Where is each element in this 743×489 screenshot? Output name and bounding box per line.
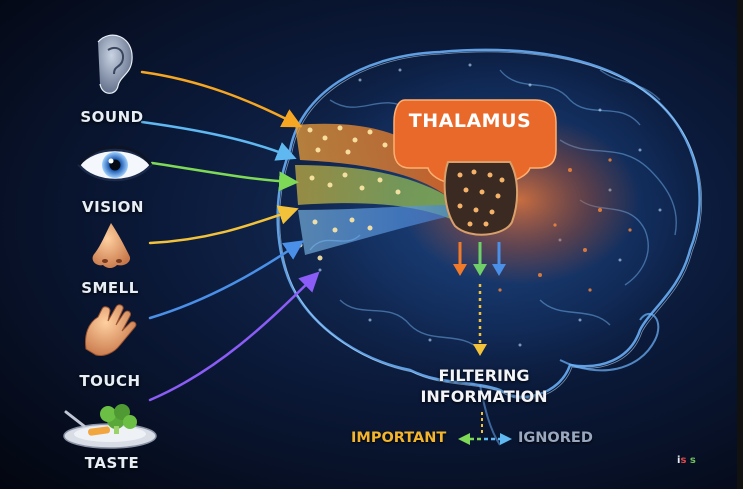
smell-arrow-green xyxy=(150,161,299,192)
watermark-logo: is s xyxy=(677,455,696,466)
input-arrows xyxy=(140,70,320,402)
smell-arrow xyxy=(148,205,299,245)
hand-icon xyxy=(85,304,137,356)
taste-arrow xyxy=(148,271,320,402)
sense-label-sound: SOUND xyxy=(80,108,144,126)
sense-label-touch: TOUCH xyxy=(79,372,141,390)
ignored-label: IGNORED xyxy=(518,430,593,446)
sense-label-smell: SMELL xyxy=(81,279,139,297)
nose-icon xyxy=(92,223,131,268)
vision-arrow xyxy=(140,120,297,161)
important-label: IMPORTANT xyxy=(351,430,447,446)
touch-arrow xyxy=(148,240,305,320)
sensory-streams xyxy=(295,123,465,261)
output-arrows xyxy=(453,242,506,356)
decision-connector xyxy=(458,412,512,445)
thalamus-label: THALAMUS xyxy=(408,110,532,132)
eye-icon xyxy=(77,145,153,182)
frame-edge xyxy=(737,0,743,489)
filter-label-line2: INFORMATION xyxy=(420,387,548,406)
sound-arrow xyxy=(140,70,303,128)
food-plate-icon xyxy=(63,404,157,449)
thalamus-structure xyxy=(393,99,557,236)
filter-label-line1: FILTERING xyxy=(438,366,530,385)
filtering-information-label: FILTERING INFORMATION xyxy=(400,365,568,407)
sense-label-taste: TASTE xyxy=(84,454,140,472)
ear-icon xyxy=(97,34,133,94)
sense-label-vision: VISION xyxy=(82,198,144,216)
